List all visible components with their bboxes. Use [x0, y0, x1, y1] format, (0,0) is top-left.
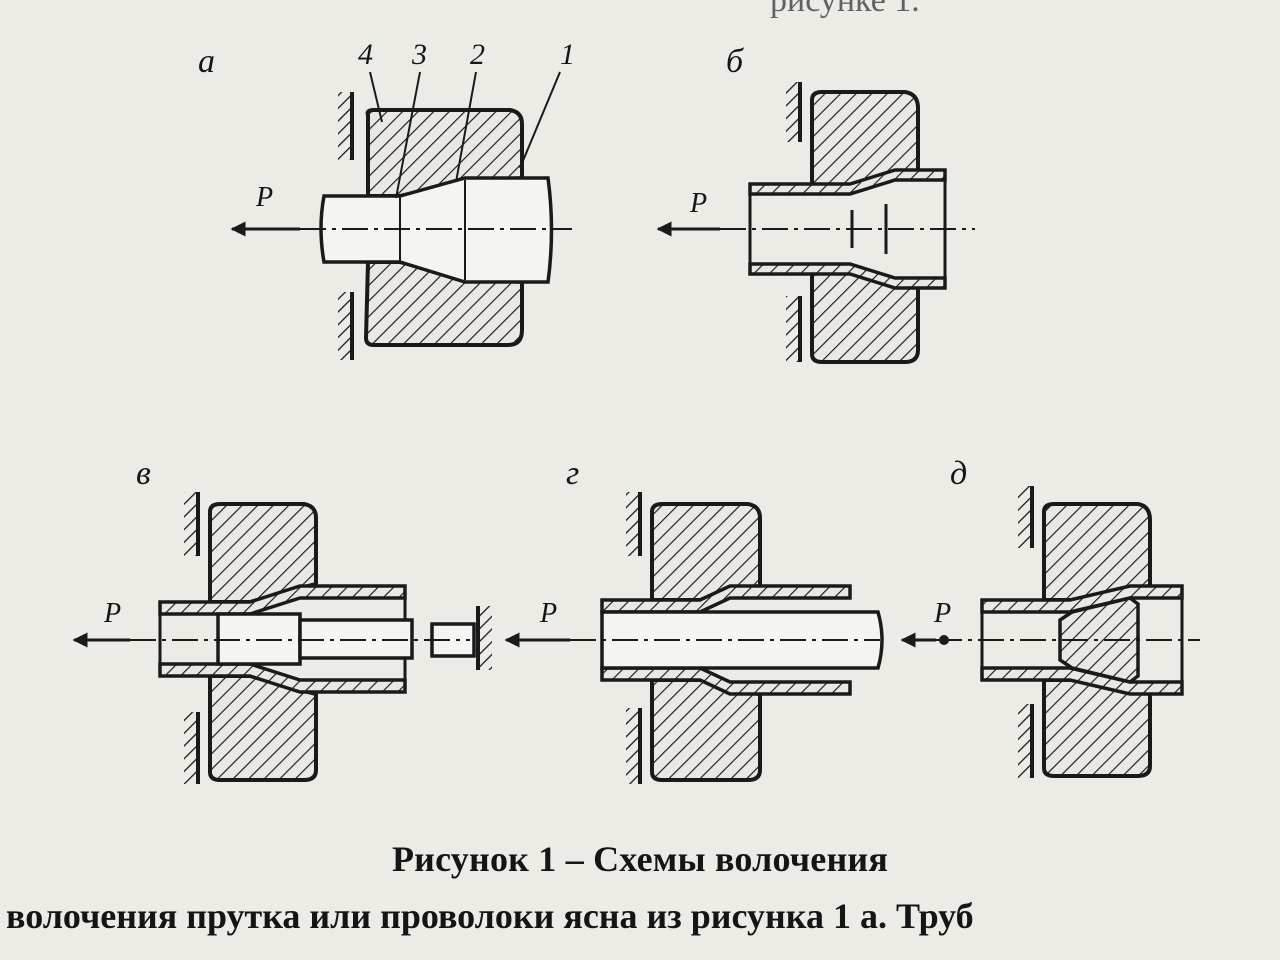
arrow-dot: [939, 635, 949, 645]
panel-a: а P 4 3 2 1: [198, 38, 575, 360]
leader-line: [455, 71, 477, 183]
die-bottom-half: [208, 674, 318, 782]
tube-wall-bottom: [600, 666, 852, 696]
wall-hatch: [786, 296, 798, 362]
wall-hatch: [184, 492, 196, 556]
die-bottom-half: [1042, 678, 1152, 778]
wall-hatch: [480, 606, 492, 670]
die-bottom-half: [650, 678, 762, 782]
part-number-4: 4: [358, 38, 373, 71]
wall-hatch: [626, 492, 638, 556]
wall-hatch: [338, 92, 350, 160]
panel-b-label: б: [726, 43, 745, 80]
wall-hatch: [1018, 704, 1030, 778]
body-text-line: волочения прутка или проволоки ясна из р…: [6, 896, 974, 936]
top-text-fragment: рисунке 1.: [770, 0, 920, 19]
die-top-half: [650, 502, 762, 602]
panel-g-label: г: [566, 455, 579, 492]
panel-v: в P: [72, 455, 492, 784]
leader-line: [519, 71, 561, 169]
wall-hatch: [184, 712, 196, 784]
die-top-half: [365, 108, 524, 198]
die-top-half: [208, 502, 318, 604]
panel-b: б P: [656, 43, 975, 364]
floating-mandrel: [1058, 596, 1140, 684]
tube-wall-top: [158, 584, 407, 616]
part-number-1: 1: [560, 38, 575, 71]
wall-hatch: [1018, 486, 1030, 548]
force-label: P: [689, 188, 707, 219]
part-number-3: 3: [411, 38, 427, 71]
part-number-2: 2: [470, 38, 485, 71]
panel-d: д P: [900, 455, 1200, 778]
panel-a-label: а: [198, 43, 215, 80]
leader-line: [395, 71, 421, 199]
panel-v-label: в: [136, 455, 151, 492]
figure-caption: Рисунок 1 – Схемы волочения: [391, 839, 889, 879]
die-bottom-half: [810, 266, 920, 364]
force-label: P: [255, 182, 273, 213]
panel-d-label: д: [950, 455, 967, 492]
die-top-half: [1042, 502, 1152, 602]
die-top-half: [810, 90, 920, 192]
wall-hatch: [338, 292, 350, 360]
force-label: P: [933, 598, 951, 629]
panel-g: г P: [504, 455, 884, 784]
wall-hatch: [626, 708, 638, 784]
wall-hatch: [786, 82, 798, 142]
leader-line: [369, 71, 383, 123]
tube-wall-bottom: [158, 662, 407, 694]
force-label: P: [103, 598, 121, 629]
tube-wall-top: [600, 584, 852, 614]
force-label: P: [539, 598, 557, 629]
